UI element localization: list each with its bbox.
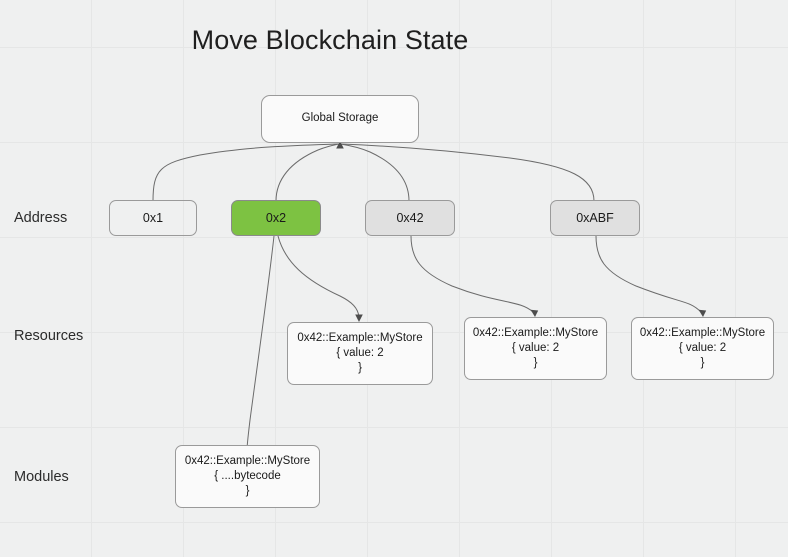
node-address-0x42-label: 0x42 xyxy=(396,210,424,225)
node-resource-3-line3: } xyxy=(700,357,705,370)
arrowhead-resource-3 xyxy=(698,309,707,317)
edge-0x42-to-global-storage xyxy=(339,143,410,202)
node-address-0x2[interactable]: 0x2 xyxy=(231,200,321,236)
edge-0x2-to-global-storage xyxy=(275,143,340,202)
node-module-1-line3: } xyxy=(245,485,250,498)
node-address-0x42[interactable]: 0x42 xyxy=(365,200,455,236)
row-label-address: Address xyxy=(14,210,68,226)
page-title: Move Blockchain State xyxy=(191,25,469,55)
row-label-resources: Resources xyxy=(14,328,84,344)
node-resource-2-line3: } xyxy=(533,357,538,370)
node-global-storage[interactable]: Global Storage xyxy=(261,95,419,143)
edge-0x42-to-resource-2 xyxy=(410,235,534,313)
node-global-storage-label: Global Storage xyxy=(301,112,379,125)
node-resource-1-line2: { value: 2 xyxy=(336,346,384,359)
node-resource-3-line2: { value: 2 xyxy=(678,341,727,354)
node-address-0x1[interactable]: 0x1 xyxy=(109,200,197,236)
row-label-modules: Modules xyxy=(14,469,69,485)
arrowhead-resource-1 xyxy=(355,314,363,322)
node-module-1-line2: { ....bytecode xyxy=(214,469,281,482)
node-address-0xabf-label: 0xABF xyxy=(576,210,614,225)
node-resource-3[interactable]: 0x42::Example::MyStore { value: 2 } xyxy=(631,317,774,380)
node-resource-2-line1: 0x42::Example::MyStore xyxy=(472,326,599,339)
edge-0xabf-to-resource-3 xyxy=(595,235,702,313)
node-resource-2-line2: { value: 2 xyxy=(511,341,560,354)
node-resource-3-line1: 0x42::Example::MyStore xyxy=(639,326,766,339)
edge-0xabf-to-global-storage xyxy=(340,143,595,202)
node-resource-1-line1: 0x42::Example::MyStore xyxy=(297,331,423,344)
node-resource-2[interactable]: 0x42::Example::MyStore { value: 2 } xyxy=(464,317,607,380)
arrowhead-global-storage xyxy=(336,141,344,149)
edge-0x2-to-resource-1 xyxy=(277,235,360,318)
edge-0x1-to-global-storage xyxy=(152,143,339,202)
node-module-1[interactable]: 0x42::Example::MyStore { ....bytecode } xyxy=(175,445,320,508)
node-address-0x1-label: 0x1 xyxy=(142,210,164,225)
node-resource-1-line3: } xyxy=(358,362,362,375)
arrowhead-resource-2 xyxy=(530,309,539,317)
node-module-1-line1: 0x42::Example::MyStore xyxy=(184,454,311,467)
node-resource-1[interactable]: 0x42::Example::MyStore { value: 2 } xyxy=(287,322,433,385)
node-address-0xabf[interactable]: 0xABF xyxy=(550,200,640,236)
edge-0x2-to-module-1 xyxy=(246,235,275,451)
node-address-0x2-label: 0x2 xyxy=(265,210,287,225)
